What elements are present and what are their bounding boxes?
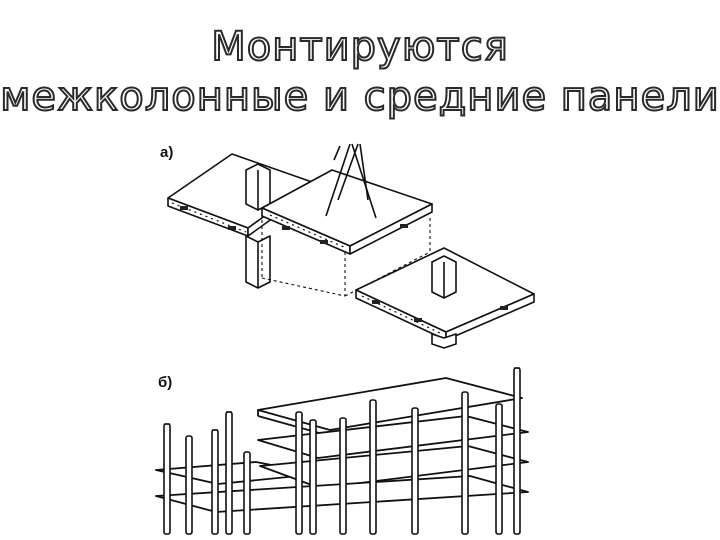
bearing-blocks [180,206,508,322]
column-caps [164,367,520,431]
crane-slings [325,143,377,219]
figure-b-label: б) [158,374,173,391]
title-line-1: Монтируются [210,23,509,71]
title-line-2: межколонные и средние панели [0,73,720,121]
middle-panel [261,169,433,255]
frame-slab-middle [155,415,529,489]
figure-a-label: а) [160,144,174,161]
slide-title: Монтируются межколонные и средние панели [0,22,720,122]
right-column [431,255,457,349]
frame-dashed-lines [261,214,431,297]
frame-columns [163,367,521,535]
